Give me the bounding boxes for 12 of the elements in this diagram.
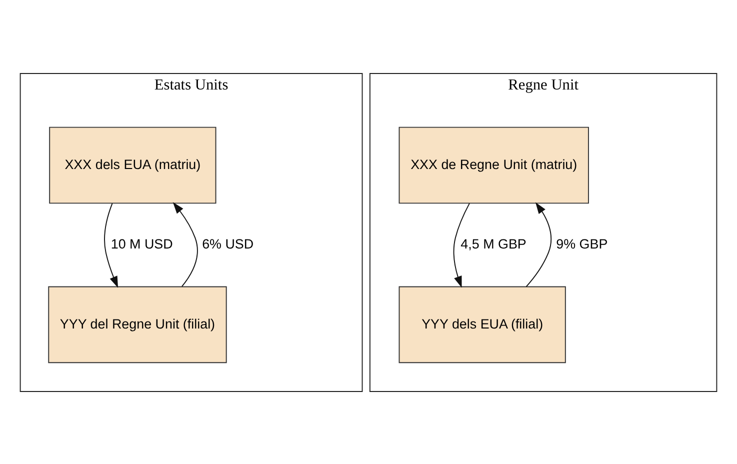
node-box: XXX de Regne Unit (matriu)	[398, 126, 589, 204]
node-box: YYY del Regne Unit (filial)	[48, 286, 227, 363]
arrow	[453, 202, 470, 288]
arrow	[526, 202, 552, 287]
edge-label: 10 M USD	[110, 236, 173, 252]
arrow	[172, 202, 198, 286]
edge-label: 6% USD	[202, 236, 254, 252]
arrow	[104, 202, 118, 288]
edge-label: 9% GBP	[556, 236, 608, 252]
node-box: YYY dels EUA (filial)	[398, 286, 566, 363]
node-box: XXX dels EUA (matriu)	[49, 126, 216, 204]
edge-label: 4,5 M GBP	[460, 236, 526, 252]
